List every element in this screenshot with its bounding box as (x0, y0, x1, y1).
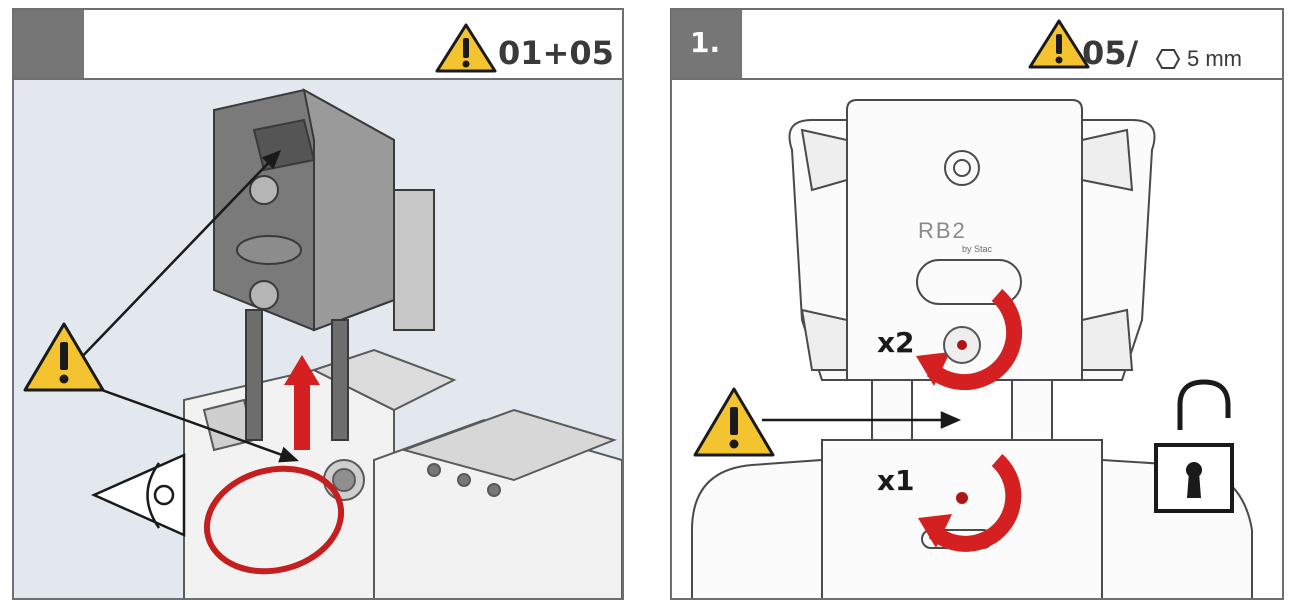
illustration-right: RB2 by Stac x2 x1 (672, 80, 1282, 598)
lift-arrow (284, 355, 320, 450)
instruction-panel-left: 01+05 (12, 8, 624, 600)
instruction-panel-right: 1. 05/ 5 mm (670, 8, 1284, 600)
hex-key-icon (1156, 49, 1180, 69)
pointer-lines (73, 149, 300, 463)
turn-count-top: x2 (877, 326, 915, 359)
step-number: 1. (690, 26, 721, 59)
device-sub: by Stac (962, 244, 993, 254)
highlight-ellipse (203, 465, 345, 575)
turn-count-bottom: x1 (877, 464, 915, 497)
panel-header: 01+05 (14, 10, 622, 80)
warning-icon (435, 23, 497, 73)
warning-icon (1028, 19, 1090, 69)
rb2-module-front (691, 99, 1253, 598)
machine-base (183, 348, 622, 598)
step-box-empty (14, 10, 84, 78)
step-box: 1. (672, 10, 742, 78)
illustration-left (14, 80, 622, 598)
tool-size: 5 mm (1187, 46, 1242, 71)
rotate-arrow-top (916, 288, 1023, 391)
hazard-code: 01+05 (498, 34, 614, 72)
hazard-code: 05/ (1082, 34, 1139, 72)
device-brand: RB2 (918, 218, 967, 243)
panel-header: 1. 05/ 5 mm (672, 10, 1282, 80)
unlock-icon (1154, 379, 1234, 513)
eye-icon (90, 453, 186, 537)
rb2-module (213, 88, 435, 441)
pointer-line (762, 411, 962, 429)
rotate-arrow-bottom (918, 453, 1022, 552)
warning-icon-illustration (693, 387, 775, 457)
warning-icon-illustration (23, 322, 105, 392)
